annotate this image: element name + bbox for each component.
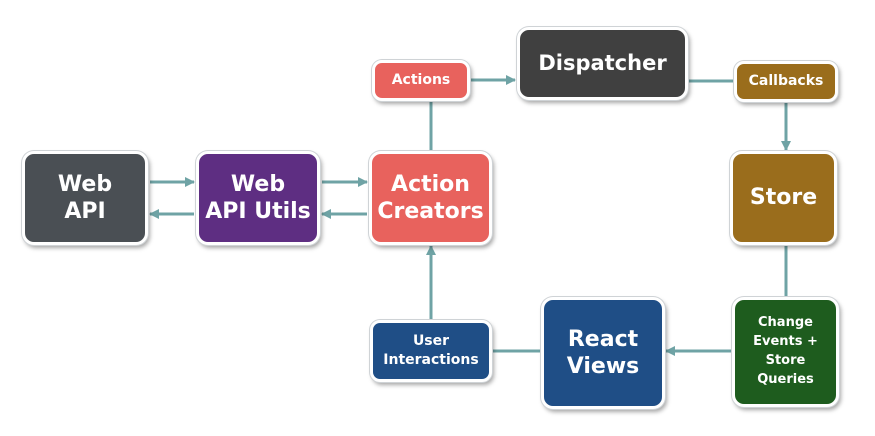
change-events-store-queries-node: Change Events + Store Queries [732, 297, 839, 407]
web-api-node: Web API [22, 151, 148, 245]
react-views-node: React Views [541, 297, 665, 409]
store-node: Store [730, 151, 837, 245]
web-api-utils-node: Web API Utils [196, 151, 320, 245]
user-interactions-node: User Interactions [370, 320, 492, 382]
callbacks-node: Callbacks [734, 61, 838, 102]
actions-node: Actions [372, 60, 470, 101]
action-creators-node: Action Creators [369, 151, 492, 245]
dispatcher-node: Dispatcher [517, 27, 688, 100]
